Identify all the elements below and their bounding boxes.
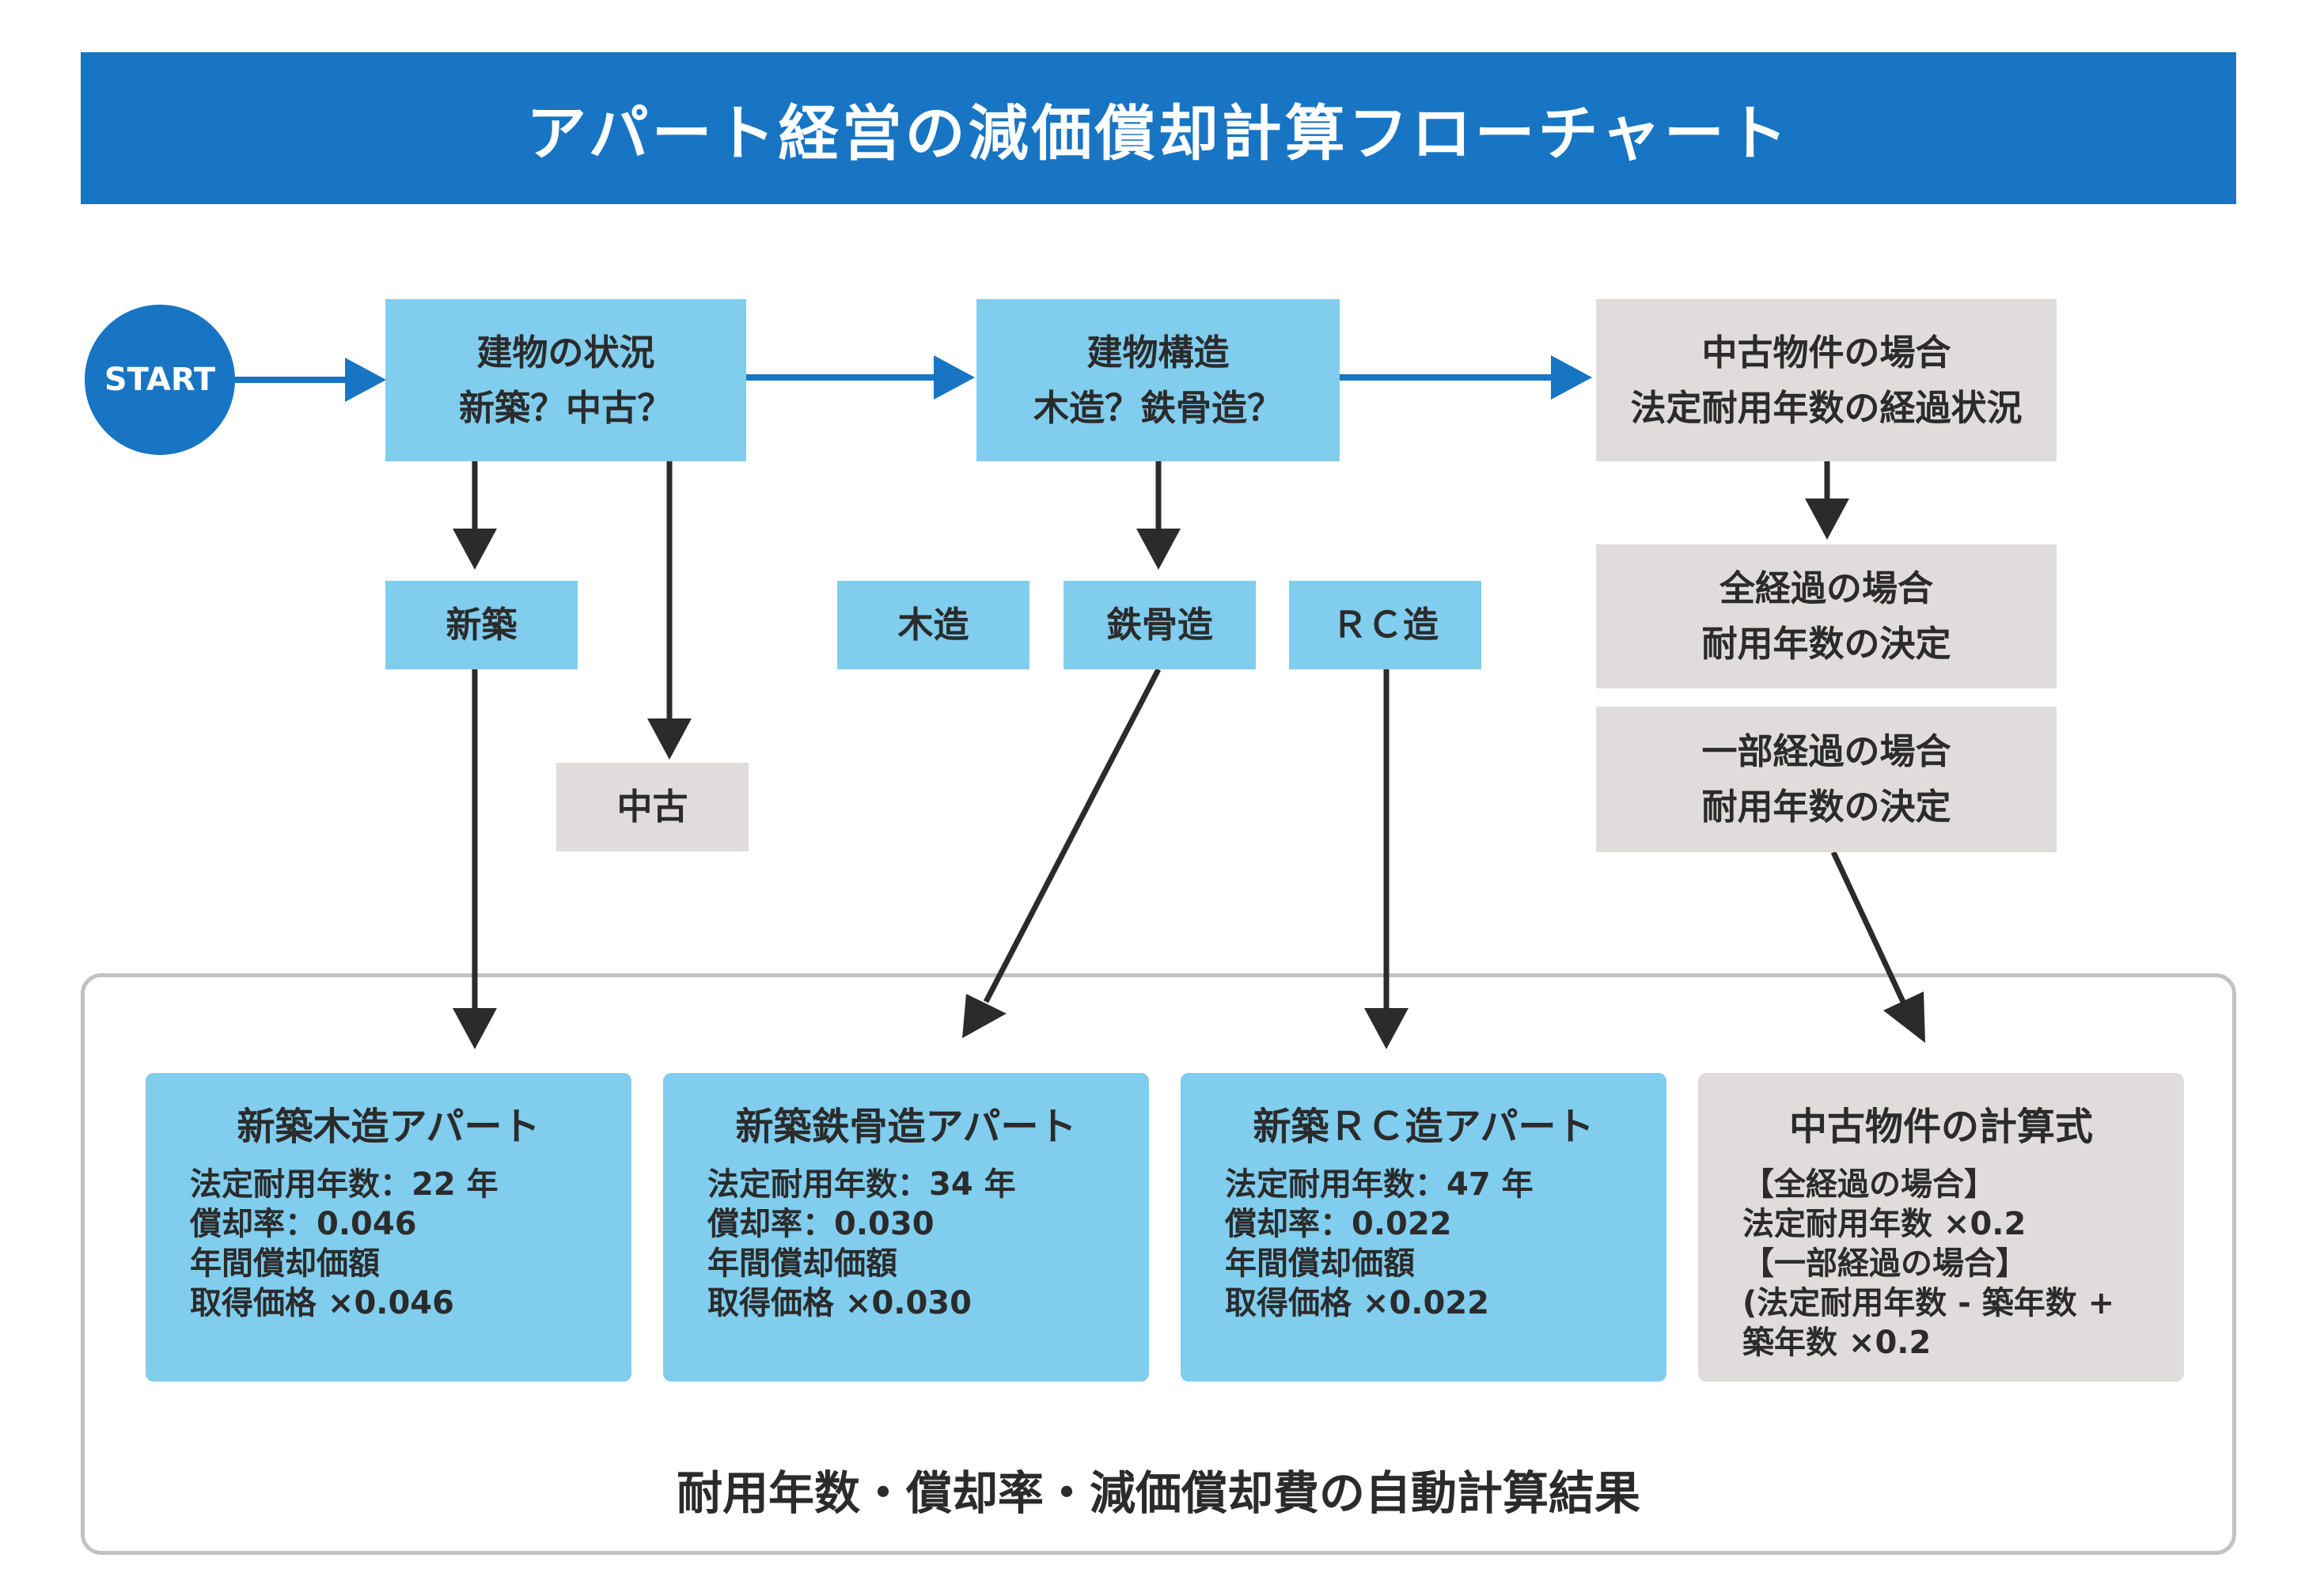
arrow-start-to-condition xyxy=(235,358,386,402)
start-node: START xyxy=(85,305,235,455)
arrow-structure-to-used-case xyxy=(1340,355,1592,400)
node-used: 中古 xyxy=(556,763,749,851)
result-card-new-rc: 新築ＲＣ造アパート 法定耐用年数：47 年 償却率：0.022 年間償却価額 取… xyxy=(1181,1073,1666,1382)
result-card-new-wood: 新築木造アパート 法定耐用年数：22 年 償却率：0.046 年間償却価額 取得… xyxy=(146,1073,631,1382)
arrow-new-to-wood-result xyxy=(453,669,497,1049)
arrow-condition-to-structure xyxy=(746,355,975,400)
card-line: (法定耐用年数 - 築年数 + xyxy=(1742,1285,2115,1321)
card-line: 償却率：0.030 xyxy=(707,1206,935,1242)
node-new: 新築 xyxy=(385,581,578,669)
card-line: 法定耐用年数 ×0.2 xyxy=(1742,1206,2027,1242)
card-title: 新築鉄骨造アパート xyxy=(735,1105,1077,1149)
node-subtitle: 耐用年数の決定 xyxy=(1701,623,1951,665)
arrow-steel-to-steel-result xyxy=(962,668,1162,1038)
node-used-property-case: 中古物件の場合 法定耐用年数の経過状況 xyxy=(1596,299,2057,461)
node-steel: 鉄骨造 xyxy=(1064,581,1256,669)
card-title: 中古物件の計算式 xyxy=(1788,1105,2093,1149)
card-line: 法定耐用年数：34 年 xyxy=(707,1166,1016,1203)
arrow-rc-to-rc-result xyxy=(1364,669,1409,1049)
arrow-used-case-to-full xyxy=(1805,461,1849,540)
card-title: 新築ＲＣ造アパート xyxy=(1253,1105,1594,1149)
card-line: 法定耐用年数：22 年 xyxy=(190,1166,499,1203)
node-rc: ＲＣ造 xyxy=(1289,581,1481,669)
node-label: 木造 xyxy=(897,604,969,646)
node-label: 鉄骨造 xyxy=(1105,604,1213,646)
card-line: 【一部経過の場合】 xyxy=(1742,1245,2027,1282)
card-line: 取得価格 ×0.046 xyxy=(190,1285,454,1321)
node-building-condition: 建物の状況 新築？中古？ xyxy=(385,299,746,461)
arrow-partial-to-used-result xyxy=(1830,851,1925,1043)
node-title: 一部経過の場合 xyxy=(1701,730,1951,773)
arrow-structure-to-steel xyxy=(1136,461,1181,570)
node-label: ＲＣ造 xyxy=(1331,604,1439,646)
card-line: 償却率：0.022 xyxy=(1225,1206,1452,1242)
node-full-elapsed: 全経過の場合 耐用年数の決定 xyxy=(1596,544,2057,688)
arrow-condition-to-used xyxy=(647,461,692,760)
node-title: 全経過の場合 xyxy=(1719,567,1933,610)
node-label: 新築 xyxy=(445,604,518,646)
card-line: 取得価格 ×0.030 xyxy=(707,1285,972,1321)
card-line: 【全経過の場合】 xyxy=(1742,1166,1996,1203)
card-line: 年間償却価額 xyxy=(707,1245,897,1282)
result-card-used-formula: 中古物件の計算式 【全経過の場合】 法定耐用年数 ×0.2 【一部経過の場合】 … xyxy=(1698,1073,2184,1382)
node-subtitle: 新築？中古？ xyxy=(458,386,673,429)
card-line: 築年数 ×0.2 xyxy=(1742,1325,1932,1361)
node-title: 建物構造 xyxy=(1086,331,1230,373)
results-footer-label: 耐用年数・償却率・減価償却費の自動計算結果 xyxy=(676,1466,1640,1520)
node-title: 中古物件の場合 xyxy=(1701,331,1951,373)
header-banner: アパート経営の減価償却計算フローチャート xyxy=(81,52,2236,204)
node-subtitle: 法定耐用年数の経過状況 xyxy=(1630,386,2023,429)
node-subtitle: 木造？鉄骨造？ xyxy=(1033,386,1283,429)
node-subtitle: 耐用年数の決定 xyxy=(1701,786,1951,828)
node-title: 建物の状況 xyxy=(476,331,655,373)
node-label: 中古 xyxy=(616,786,688,828)
node-wood: 木造 xyxy=(837,581,1029,669)
card-title: 新築木造アパート xyxy=(237,1105,540,1149)
card-line: 取得価格 ×0.022 xyxy=(1225,1285,1489,1321)
page-title: アパート経営の減価償却計算フローチャート xyxy=(526,98,1791,169)
card-line: 年間償却価額 xyxy=(190,1245,380,1282)
node-partial-elapsed: 一部経過の場合 耐用年数の決定 xyxy=(1596,707,2057,852)
card-line: 法定耐用年数：47 年 xyxy=(1225,1166,1534,1203)
card-line: 償却率：0.046 xyxy=(190,1206,417,1242)
card-line: 年間償却価額 xyxy=(1225,1245,1415,1282)
result-card-new-steel: 新築鉄骨造アパート 法定耐用年数：34 年 償却率：0.030 年間償却価額 取… xyxy=(663,1073,1149,1382)
node-building-structure: 建物構造 木造？鉄骨造？ xyxy=(976,299,1340,461)
arrow-condition-to-new xyxy=(453,461,497,570)
